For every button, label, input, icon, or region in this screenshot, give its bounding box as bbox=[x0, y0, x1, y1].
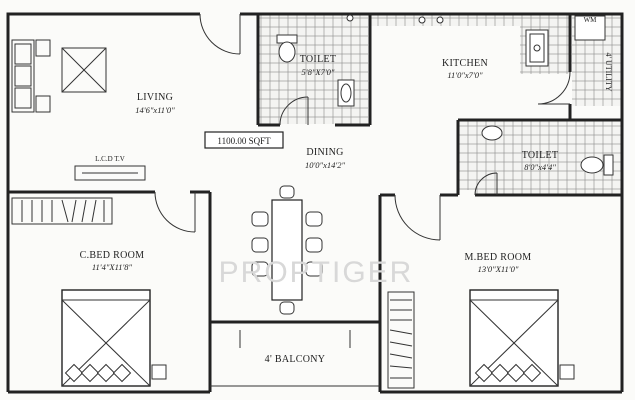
watermark: PROPTIGER bbox=[219, 256, 414, 289]
dining-label: DINING bbox=[306, 147, 343, 158]
wm-label: WM bbox=[584, 16, 598, 24]
balcony-label: 4' BALCONY bbox=[265, 354, 326, 365]
sofa-icon bbox=[11, 39, 51, 113]
toilet-top-label: TOILET bbox=[300, 54, 337, 65]
kitchen-dim: 11'0"x7'0" bbox=[447, 70, 483, 80]
toilet-top-dim: 5'8"X7'0" bbox=[302, 67, 335, 77]
utility-label: 4' UTILITY bbox=[604, 53, 613, 92]
area-label: 1100.00 SQFT bbox=[217, 136, 271, 146]
washing-machine-icon bbox=[574, 15, 606, 41]
cbed-dim: 11'4"X11'8" bbox=[92, 262, 133, 272]
sink-counter bbox=[458, 120, 476, 190]
wc-icon bbox=[276, 34, 298, 63]
floor-drain-icon bbox=[346, 14, 354, 22]
coffee-table-icon bbox=[61, 47, 107, 93]
toilet-right-label: TOILET bbox=[522, 150, 559, 161]
wc-right-icon bbox=[580, 154, 614, 176]
kitchen-label: KITCHEN bbox=[442, 58, 488, 69]
tv-unit-icon bbox=[74, 165, 146, 181]
cbed-label: C.BED ROOM bbox=[80, 250, 145, 261]
washbasin-icon bbox=[337, 79, 355, 107]
walls bbox=[6, 12, 624, 394]
mbed-label: M.BED ROOM bbox=[465, 252, 532, 263]
area-box bbox=[204, 131, 284, 149]
doors bbox=[154, 13, 571, 241]
living-label: LIVING bbox=[137, 92, 173, 103]
stove-icon bbox=[418, 16, 444, 24]
wardrobe-left-icon bbox=[11, 197, 113, 225]
balcony-railing bbox=[210, 330, 380, 387]
bed-left-icon bbox=[61, 289, 167, 387]
kitchen-sink-icon bbox=[525, 29, 549, 67]
mbed-dim: 13'0"X11'0" bbox=[478, 264, 519, 274]
living-dim: 14'6"x11'0" bbox=[135, 105, 175, 115]
bed-right-icon bbox=[469, 289, 575, 387]
wardrobe-right-icon bbox=[387, 291, 415, 389]
washbasin-right-icon bbox=[481, 125, 503, 141]
lcd-tv-label: L.C.D T.V bbox=[95, 155, 125, 163]
dining-table-icon bbox=[251, 185, 323, 315]
toilet-right-dim: 8'0"x4'4" bbox=[524, 162, 556, 172]
dining-dim: 10'0"x14'2" bbox=[305, 160, 345, 170]
